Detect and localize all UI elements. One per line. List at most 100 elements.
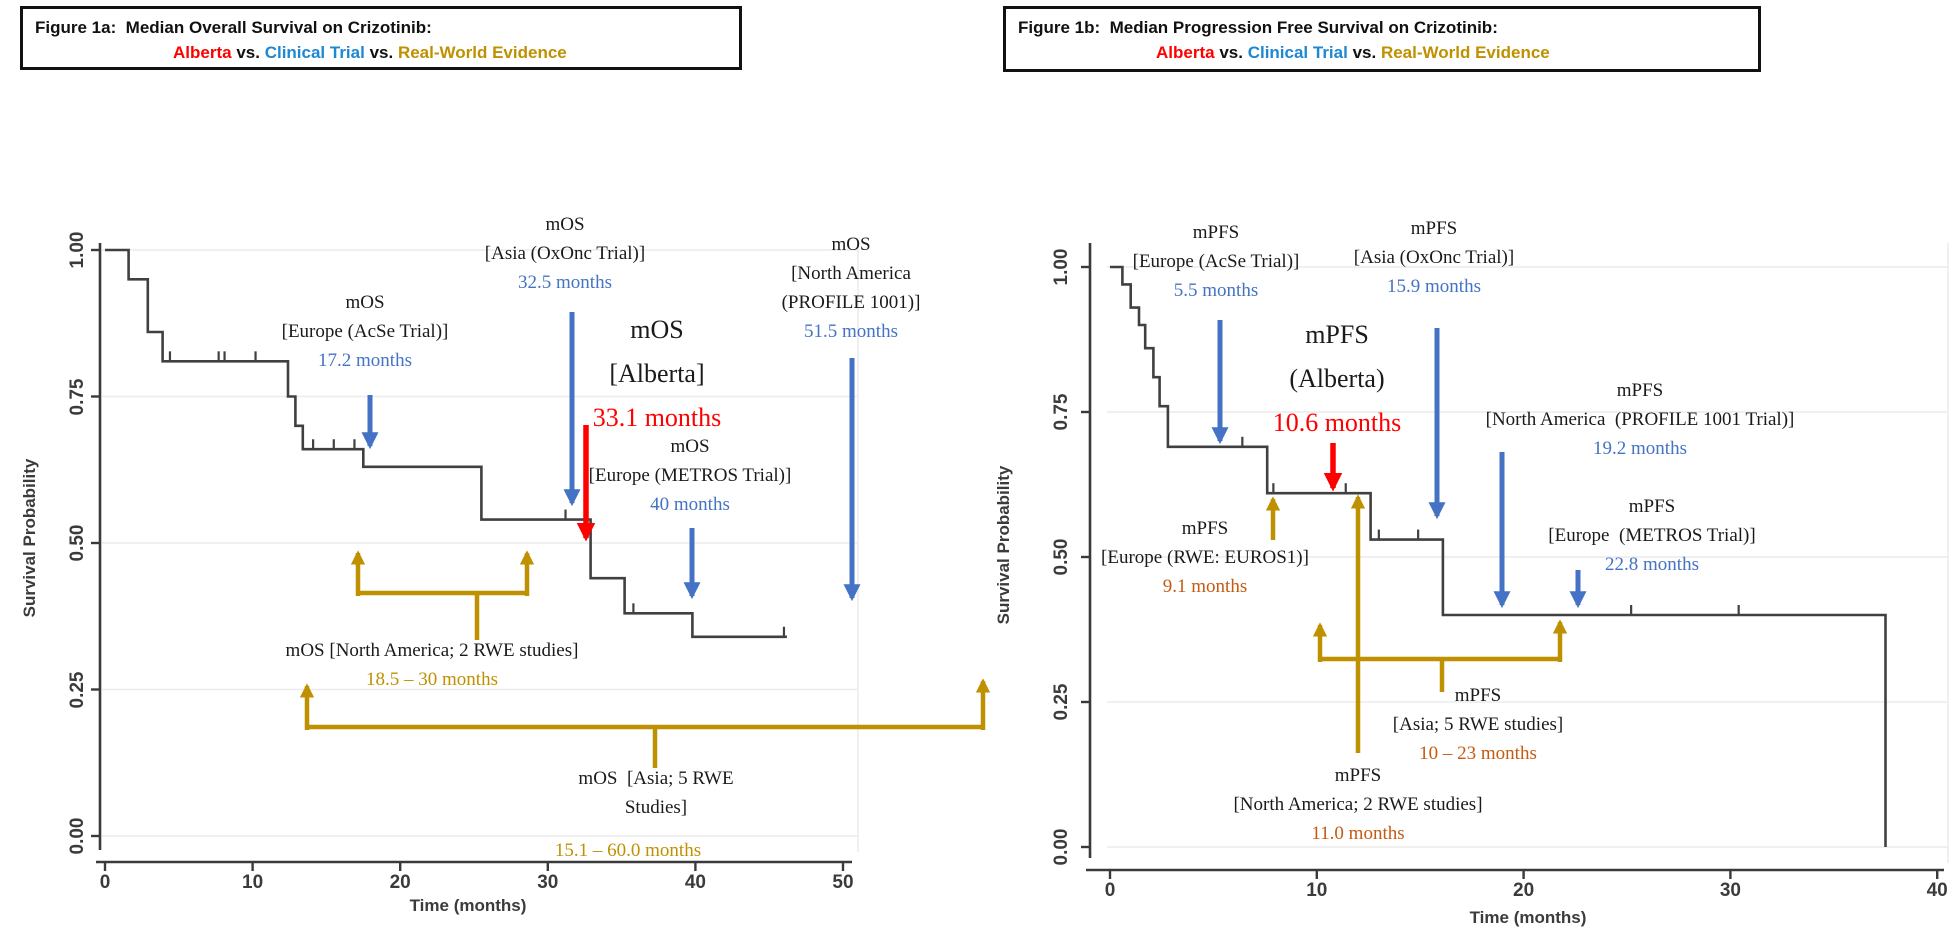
annotation-cohort: [Asia (OxOnc Trial)]	[1353, 247, 1515, 268]
figure-1a-legend: Alberta vs. Clinical Trial vs. Real-Worl…	[23, 40, 739, 65]
figure-1a-title-box: Figure 1a: Median Overall Survival on Cr…	[20, 6, 742, 70]
annotation-heading: mPFS	[1181, 518, 1229, 539]
pfs-clinical-trial-arrows	[1211, 320, 1587, 609]
annotation-heading: mPFS	[1628, 496, 1676, 517]
annotation-cohort: [Europe (AcSe Trial)]	[1132, 251, 1300, 272]
annotation-heading: mOS [North America; 2 RWE studies]	[285, 640, 579, 661]
pfs-x-tick-label: 0	[1104, 880, 1116, 901]
os-xlabel: Time (months)	[409, 896, 527, 915]
legend-vs: vs.	[369, 43, 394, 62]
os-y-tick-label: 0.00	[67, 817, 88, 855]
legend-clinical-trial: Clinical Trial	[1247, 43, 1348, 62]
annotation-cohort: Studies]	[624, 797, 688, 818]
annotation-heading: mOS	[831, 234, 871, 255]
annotation-heading: mPFS	[1305, 320, 1369, 349]
annotation-heading: mPFS	[1410, 218, 1458, 239]
annotation-os-profile1001: mOS [North America (PROFILE 1001)] 51.5 …	[782, 230, 921, 346]
os-x-tick-label: 0	[99, 872, 111, 893]
annotation-pfs-acse: mPFS [Europe (AcSe Trial)] 5.5 months	[1133, 218, 1300, 305]
os-y-tick-label: 1.00	[67, 231, 88, 269]
annotation-heading: mOS [Asia; 5 RWE	[578, 768, 734, 789]
annotation-heading: mPFS	[1454, 685, 1502, 706]
pfs-ylabel: Survival Probability	[994, 465, 1013, 625]
legend-vs: vs.	[1219, 43, 1243, 62]
annotation-cohort: [Europe (METROS Trial)]	[1548, 525, 1756, 546]
annotation-os-asia-rwe-value: 15.1 – 60.0 months	[555, 836, 701, 865]
annotation-median-value: 18.5 – 30 months	[366, 669, 498, 690]
annotation-cohort: [Europe (RWE: EUROS1)]	[1101, 547, 1309, 568]
pfs-xlabel: Time (months)	[1469, 908, 1587, 927]
pfs-km-curve	[1110, 265, 1887, 847]
annotation-heading: mOS	[630, 315, 684, 344]
annotation-median-value: 15.1 – 60.0 months	[554, 840, 702, 861]
annotation-heading: mOS	[545, 214, 585, 235]
os-x-tick-label: 20	[389, 872, 411, 893]
annotation-cohort: [North America (PROFILE 1001 Trial)]	[1485, 409, 1795, 430]
pfs-x-tick-label: 10	[1306, 880, 1328, 901]
legend-alberta: Alberta	[1156, 43, 1215, 62]
os-clinical-trial-arrows	[361, 312, 861, 602]
annotation-heading: mOS	[345, 292, 385, 313]
annotation-median-value: 15.9 months	[1387, 276, 1481, 297]
legend-vs: vs.	[1352, 43, 1377, 62]
annotation-median-value: 11.0 months	[1311, 823, 1405, 844]
annotation-median-value: 10 – 23 months	[1419, 743, 1537, 764]
annotation-pfs-metros: mPFS [Europe (METROS Trial)] 22.8 months	[1548, 492, 1755, 579]
annotation-os-acse: mOS [Europe (AcSe Trial)] 17.2 months	[282, 288, 449, 375]
figure-1b-title: Figure 1b: Median Progression Free Survi…	[1018, 18, 1498, 37]
pfs-y-tick-label: 0.75	[1051, 393, 1072, 431]
annotation-heading: mPFS	[1192, 222, 1240, 243]
annotation-median-value: 40 months	[650, 494, 730, 515]
os-y-tick-label: 0.25	[67, 671, 88, 708]
legend-alberta: Alberta	[173, 43, 232, 62]
annotation-cohort: (Alberta)	[1289, 364, 1385, 393]
annotation-median-value: 33.1 months	[592, 403, 722, 432]
figure-1b-legend: Alberta vs. Clinical Trial vs. Real-Worl…	[1006, 40, 1758, 65]
annotation-cohort: [Asia; 5 RWE studies]	[1392, 714, 1564, 735]
gridlines-layer	[102, 243, 1949, 863]
annotation-os-oxonc: mOS [Asia (OxOnc Trial)] 32.5 months	[485, 210, 645, 297]
annotation-os-asia-rwe: mOS [Asia; 5 RWE Studies]	[578, 764, 733, 822]
annotation-median-value: 32.5 months	[518, 272, 612, 293]
annotation-cohort: [Asia (OxOnc Trial)]	[484, 243, 646, 264]
pfs-y-tick-label: 0.25	[1051, 683, 1072, 721]
annotation-median-value: 10.6 months	[1272, 408, 1402, 437]
pfs-y-tick-label: 0.50	[1051, 538, 1072, 576]
os-y-tick-label: 0.75	[67, 378, 88, 415]
annotation-cohort: (PROFILE 1001)]	[781, 292, 921, 313]
os-x-tick-label: 40	[684, 872, 706, 893]
pfs-rwe-brackets	[1265, 494, 1568, 753]
pfs-x-tick-label: 40	[1926, 880, 1948, 901]
pfs-y-tick-label: 0.00	[1051, 828, 1072, 866]
km-curves-layer	[105, 248, 1887, 847]
annotation-os-na-rwe: mOS [North America; 2 RWE studies] 18.5 …	[286, 636, 579, 694]
annotation-heading: mOS	[670, 436, 710, 457]
os-rwe-brackets	[299, 550, 991, 768]
annotation-cohort: [Alberta]	[609, 359, 705, 388]
os-ylabel: Survival Probability	[20, 458, 39, 618]
os-x-tick-label: 10	[242, 872, 264, 893]
annotation-median-value: 9.1 months	[1162, 576, 1248, 597]
os-x-tick-label: 30	[537, 872, 559, 893]
annotation-cohort: [North America	[791, 263, 911, 284]
legend-rwe: Real-World Evidence	[397, 43, 567, 62]
annotation-os-alberta: mOS [Alberta] 33.1 months	[593, 308, 722, 440]
annotation-pfs-oxonc: mPFS [Asia (OxOnc Trial)] 15.9 months	[1354, 214, 1514, 301]
os-y-tick-label: 0.50	[67, 524, 88, 562]
annotation-cohort: [Europe (METROS Trial)]	[588, 465, 792, 486]
annotation-median-value: 17.2 months	[318, 350, 412, 371]
pfs-x-tick-label: 30	[1719, 880, 1741, 901]
legend-rwe: Real-World Evidence	[1380, 43, 1550, 62]
annotation-heading: mPFS	[1334, 765, 1382, 786]
annotation-cohort: [Europe (AcSe Trial)]	[281, 321, 449, 342]
figure-1b-title-box: Figure 1b: Median Progression Free Survi…	[1003, 6, 1761, 72]
pfs-x-tick-label: 20	[1513, 880, 1535, 901]
annotation-pfs-alberta: mPFS (Alberta) 10.6 months	[1273, 313, 1402, 445]
axes-layer	[91, 243, 1944, 879]
legend-clinical-trial: Clinical Trial	[264, 43, 365, 62]
annotation-median-value: 5.5 months	[1173, 280, 1259, 301]
annotation-os-metros: mOS [Europe (METROS Trial)] 40 months	[589, 432, 792, 519]
annotation-pfs-profile1001: mPFS [North America (PROFILE 1001 Trial)…	[1486, 376, 1795, 463]
